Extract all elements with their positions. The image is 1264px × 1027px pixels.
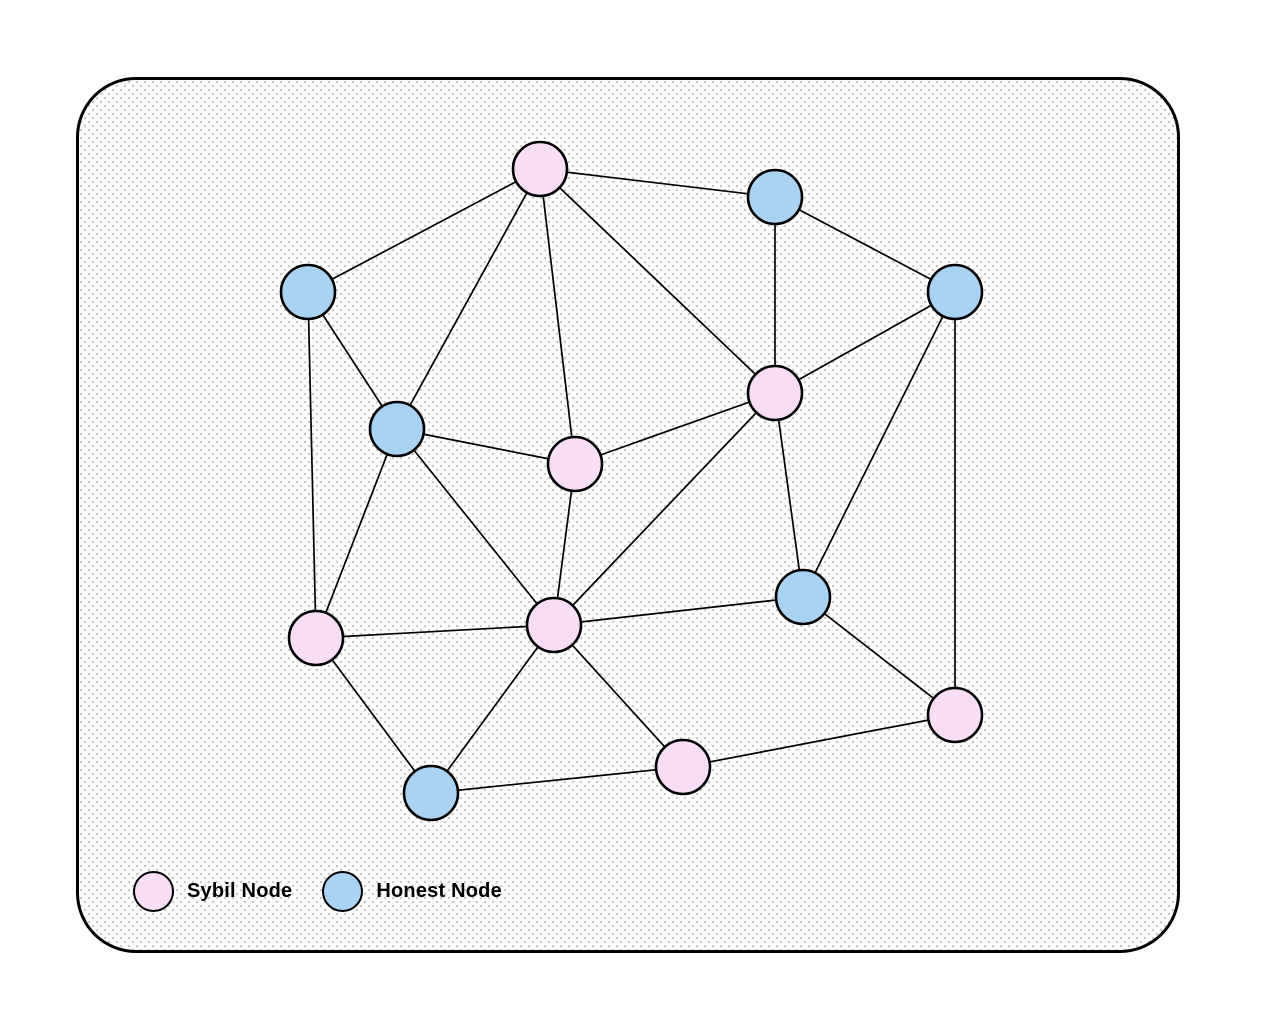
edge-n1-n3 xyxy=(307,168,541,293)
sybil-node-n1 xyxy=(511,140,569,198)
edge-n5-n8 xyxy=(774,392,804,598)
edge-n4-n5 xyxy=(774,291,956,394)
legend: Sybil Node Honest Node xyxy=(133,871,502,912)
edge-n8-n11 xyxy=(802,596,956,716)
sybil-node-n10 xyxy=(525,596,583,654)
sybil-node-n11 xyxy=(926,686,984,744)
honest-node-swatch xyxy=(322,871,364,912)
edges-layer xyxy=(307,168,956,794)
legend-item-sybil: Sybil Node xyxy=(133,871,292,912)
sybil-node-swatch xyxy=(133,871,174,912)
diagram-panel xyxy=(76,77,1180,953)
honest-node-label: Honest Node xyxy=(376,880,502,902)
sybil-node-n7 xyxy=(546,435,604,493)
honest-node-n8 xyxy=(774,568,832,626)
honest-node-n13 xyxy=(402,764,460,822)
edge-n9-n10 xyxy=(315,624,555,639)
honest-node-n2 xyxy=(746,168,804,226)
sybil-node-n9 xyxy=(287,609,345,667)
edge-n6-n10 xyxy=(396,428,555,626)
edge-n6-n9 xyxy=(315,428,398,639)
honest-node-n3 xyxy=(279,263,337,321)
nodes-layer xyxy=(279,140,984,822)
honest-node-n6 xyxy=(368,400,426,458)
edge-n1-n5 xyxy=(539,168,776,394)
edge-n2-n4 xyxy=(774,196,956,293)
edge-n3-n9 xyxy=(307,291,317,639)
edge-n1-n6 xyxy=(396,168,541,430)
edge-n13-n12 xyxy=(430,766,684,794)
edge-n5-n7 xyxy=(574,392,776,465)
edge-n6-n7 xyxy=(396,428,576,465)
edge-n10-n13 xyxy=(430,624,555,794)
sybil-node-n5 xyxy=(746,364,804,422)
edge-n4-n8 xyxy=(802,291,956,598)
edge-n10-n12 xyxy=(553,624,684,768)
sybil-node-n12 xyxy=(654,738,712,796)
edge-n11-n12 xyxy=(682,714,956,768)
sybil-node-label: Sybil Node xyxy=(187,880,293,902)
edge-n1-n7 xyxy=(539,168,576,465)
edge-n5-n10 xyxy=(553,392,776,626)
honest-node-n4 xyxy=(926,263,984,321)
edge-n9-n13 xyxy=(315,637,432,794)
legend-item-honest: Honest Node xyxy=(322,871,502,912)
edge-n8-n10 xyxy=(553,596,804,626)
edge-n1-n2 xyxy=(539,168,776,198)
